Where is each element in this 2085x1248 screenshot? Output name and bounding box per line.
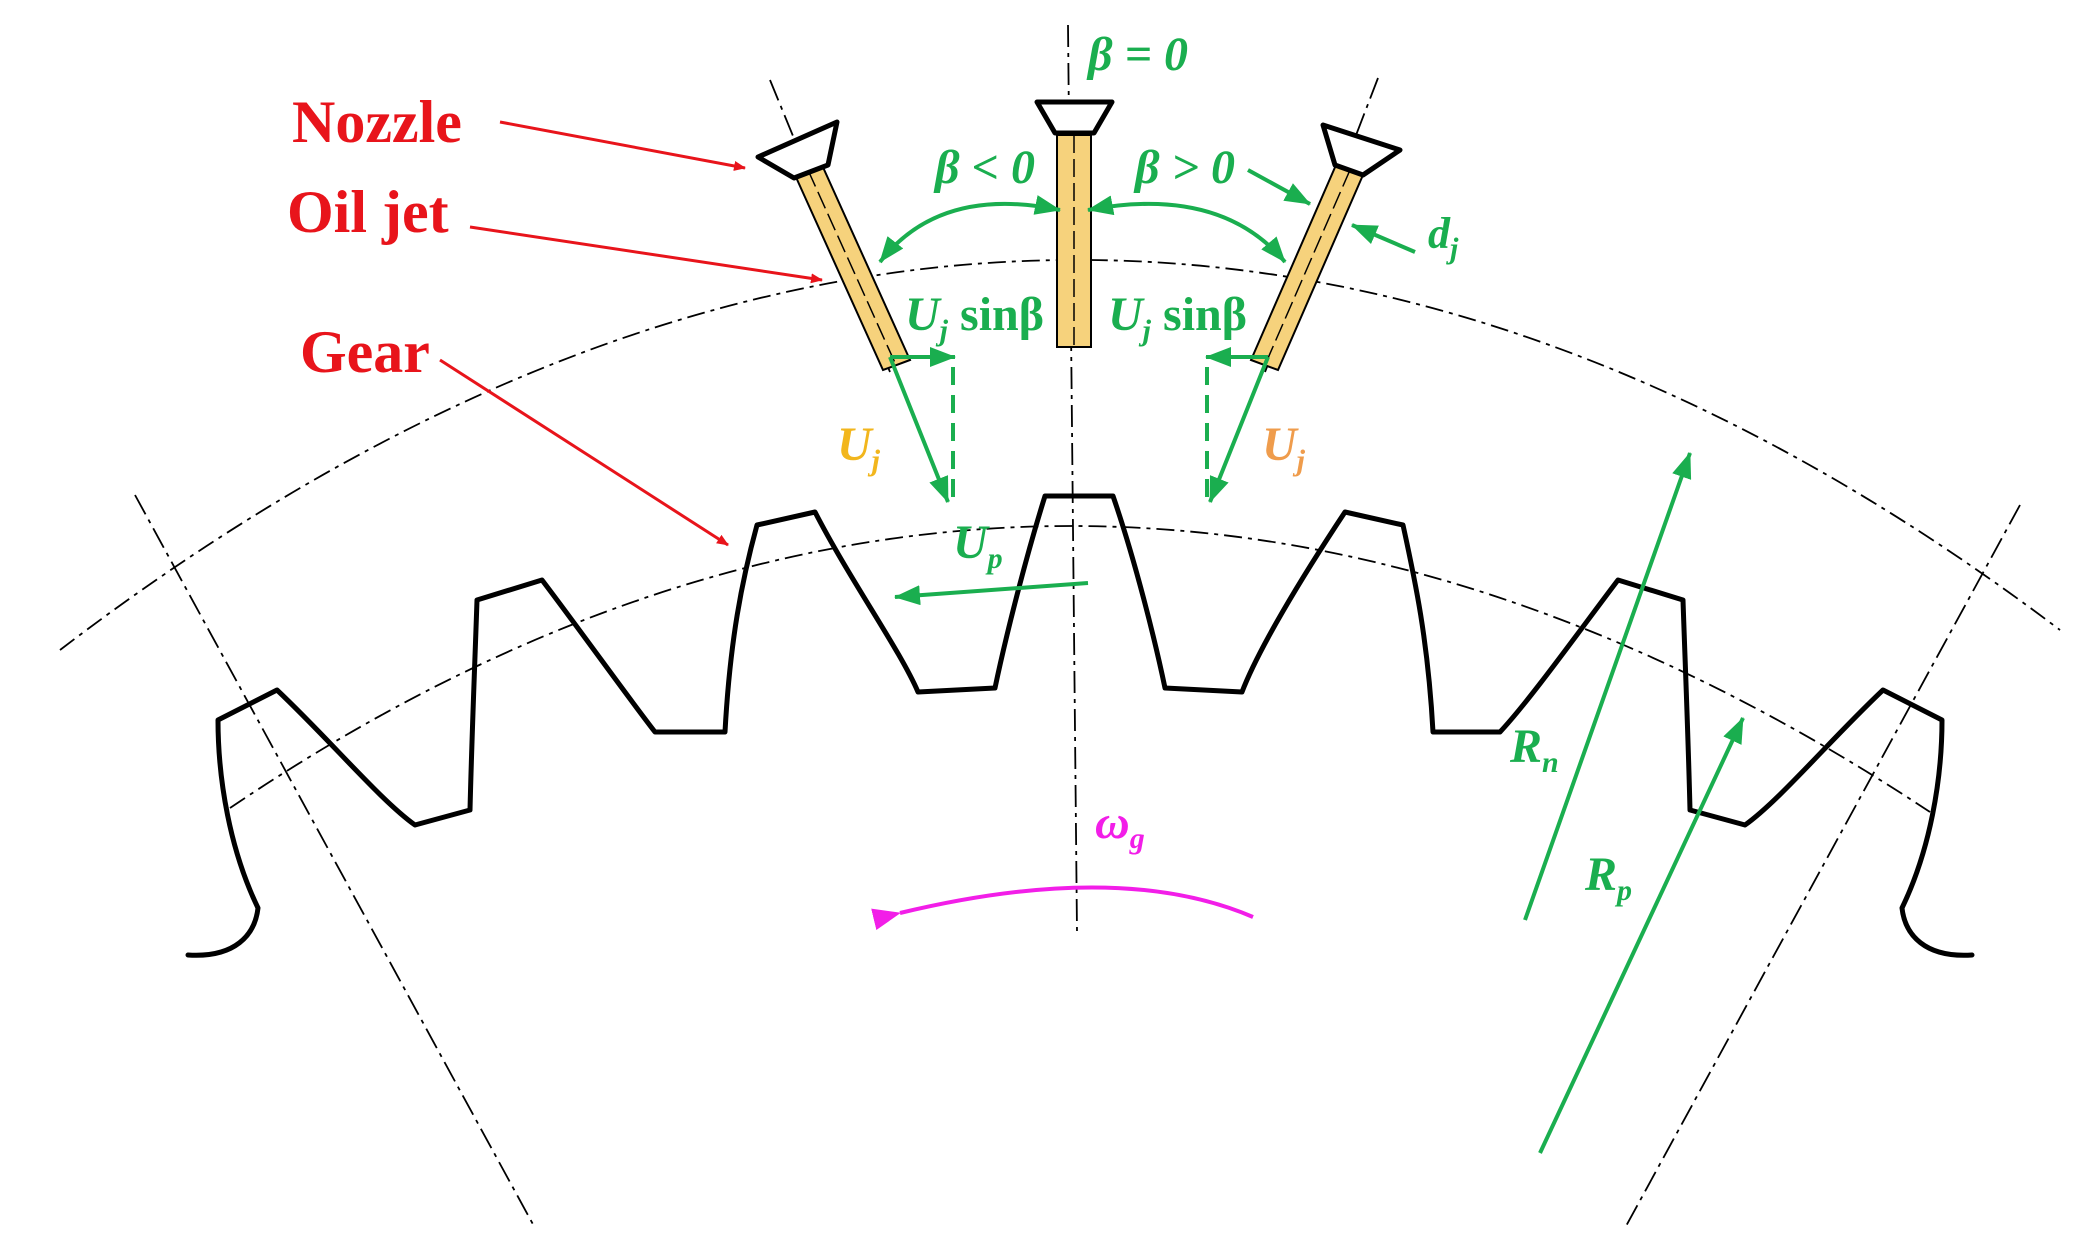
left-radial-line xyxy=(134,494,536,1229)
pitch-radius-label: Rp xyxy=(1584,848,1632,907)
nozzle-center xyxy=(1034,99,1115,136)
pitch-velocity-arrow xyxy=(894,581,1089,606)
jet-diameter-arrow xyxy=(1351,223,1416,254)
beta-zero-label: β = 0 xyxy=(1086,28,1188,81)
tangential-left-label: Uj sinβ xyxy=(905,288,1044,347)
gear-label: Gear xyxy=(300,319,430,385)
green-annotations xyxy=(878,168,1745,1154)
outer-radius-arrow xyxy=(1523,452,1692,921)
pitch-circle-arc xyxy=(229,525,1931,813)
jet-velocity-right-arrow xyxy=(1208,356,1270,503)
beta-positive-leader-arrow xyxy=(1247,168,1311,206)
pitch-velocity-label: Up xyxy=(953,516,1003,575)
gear-leader-arrow xyxy=(439,358,729,547)
oil-jet-left-axis xyxy=(807,169,897,366)
beta-negative-label: β < 0 xyxy=(933,141,1035,194)
nozzle-right xyxy=(1320,122,1403,178)
jet-velocity-left-label: Uj xyxy=(837,418,881,477)
nozzles xyxy=(755,99,1403,181)
pitch-radius-arrow xyxy=(1538,717,1745,1154)
oil-jet-label: Oil jet xyxy=(287,179,449,245)
outer-radius-label: Rn xyxy=(1509,720,1559,779)
nozzle-leader-arrow xyxy=(499,120,746,171)
gear-tooth-profile xyxy=(185,493,1975,958)
nozzle-label: Nozzle xyxy=(292,89,462,155)
red-leader-arrows xyxy=(439,120,823,547)
gear-rotation-arrow xyxy=(871,885,1254,931)
oil-jet-leader-arrow xyxy=(469,225,823,284)
beta-positive-label: β > 0 xyxy=(1133,141,1235,194)
jet-velocity-left-arrow xyxy=(888,356,950,503)
angular-velocity-label: ωg xyxy=(1095,796,1145,855)
nozzle-left xyxy=(755,119,840,181)
right-radial-line xyxy=(1624,504,2021,1229)
oil-jet-right-axis xyxy=(1264,169,1351,366)
jet-velocity-right-label: Uj xyxy=(1262,418,1306,477)
beta-positive-angle-arrow xyxy=(1087,195,1287,264)
jet-diameter-label: dj xyxy=(1428,209,1459,265)
tangential-right-label: Uj sinβ xyxy=(1108,288,1247,347)
beta-negative-angle-arrow xyxy=(878,195,1061,264)
